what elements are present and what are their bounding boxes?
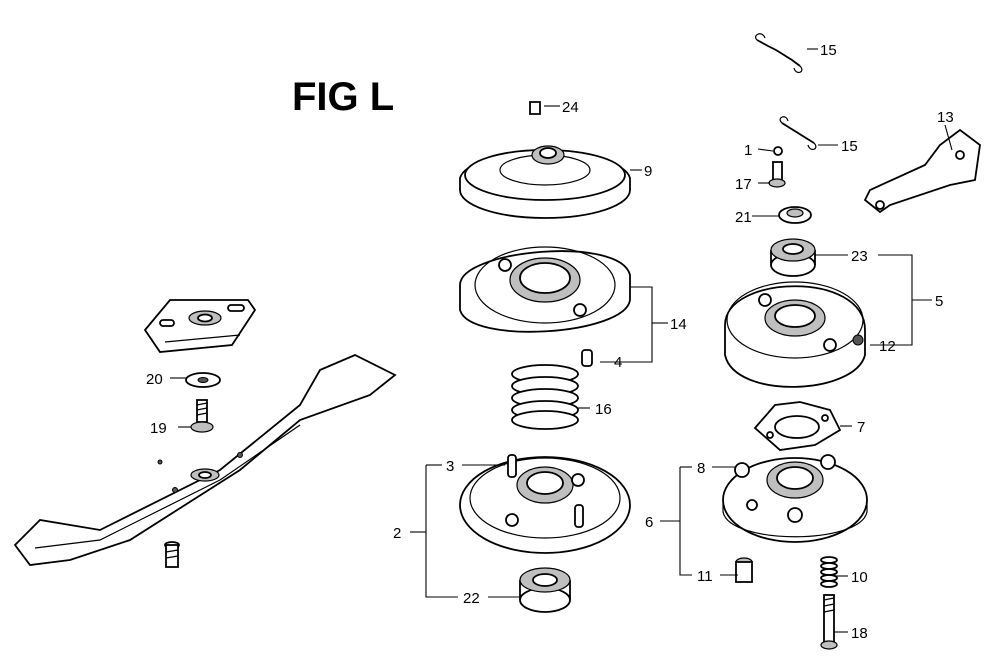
callout-7: 7 xyxy=(857,419,865,436)
mower-blade xyxy=(13,354,397,566)
callout-1: 1 xyxy=(744,142,752,159)
callout-12: 12 xyxy=(879,338,896,355)
bolt-18 xyxy=(820,594,838,650)
callout-9: 9 xyxy=(644,163,652,180)
bushing-21 xyxy=(778,206,812,224)
callout-20: 20 xyxy=(146,371,163,388)
callout-5: 5 xyxy=(935,293,943,310)
callout-23: 23 xyxy=(851,248,868,265)
callout-21: 21 xyxy=(735,209,752,226)
brake-arm-13 xyxy=(863,128,981,214)
callout-22: 22 xyxy=(463,590,480,607)
upper-housing-5 xyxy=(724,281,866,388)
callout-8: 8 xyxy=(697,460,705,477)
lower-housing-6 xyxy=(722,454,868,543)
spring-15-mid xyxy=(779,116,817,151)
plate-7 xyxy=(753,401,842,451)
spring-15-top xyxy=(755,33,803,74)
blade-bolt-lower xyxy=(164,541,180,568)
pin-4 xyxy=(581,349,593,367)
callout-3: 3 xyxy=(446,458,454,475)
callout-17: 17 xyxy=(735,176,752,193)
callout-15-mid: 15 xyxy=(841,138,858,155)
nut-11 xyxy=(735,557,753,583)
callout-14: 14 xyxy=(670,316,687,333)
callout-2: 2 xyxy=(393,525,401,542)
bolt-19 xyxy=(190,399,214,433)
callout-11: 11 xyxy=(697,568,713,585)
bearing-23 xyxy=(770,238,816,277)
brake-drum-14 xyxy=(459,246,631,333)
pulley-9 xyxy=(459,145,631,219)
callout-labels: 24 9 14 4 16 3 2 22 15 15 1 17 21 13 23 … xyxy=(146,42,954,642)
collar-1 xyxy=(773,146,783,156)
callout-15-top: 15 xyxy=(820,42,837,59)
callout-16: 16 xyxy=(595,401,612,418)
callout-6: 6 xyxy=(645,514,653,531)
callout-18: 18 xyxy=(851,625,868,642)
callout-4: 4 xyxy=(614,354,622,371)
spring-16 xyxy=(511,364,579,430)
bolt-17 xyxy=(768,161,786,188)
pin-24 xyxy=(529,101,541,115)
bearing-22 xyxy=(519,567,571,613)
blade-adapter xyxy=(143,299,257,353)
callout-10: 10 xyxy=(851,569,868,586)
figure-title: FIG L xyxy=(292,75,394,119)
leader-lines xyxy=(170,48,953,633)
spring-10 xyxy=(820,556,838,588)
callout-24: 24 xyxy=(562,99,579,116)
callout-13: 13 xyxy=(937,109,954,126)
lower-housing-2 xyxy=(459,454,631,554)
washer-20 xyxy=(185,372,221,388)
callout-19: 19 xyxy=(150,420,167,437)
